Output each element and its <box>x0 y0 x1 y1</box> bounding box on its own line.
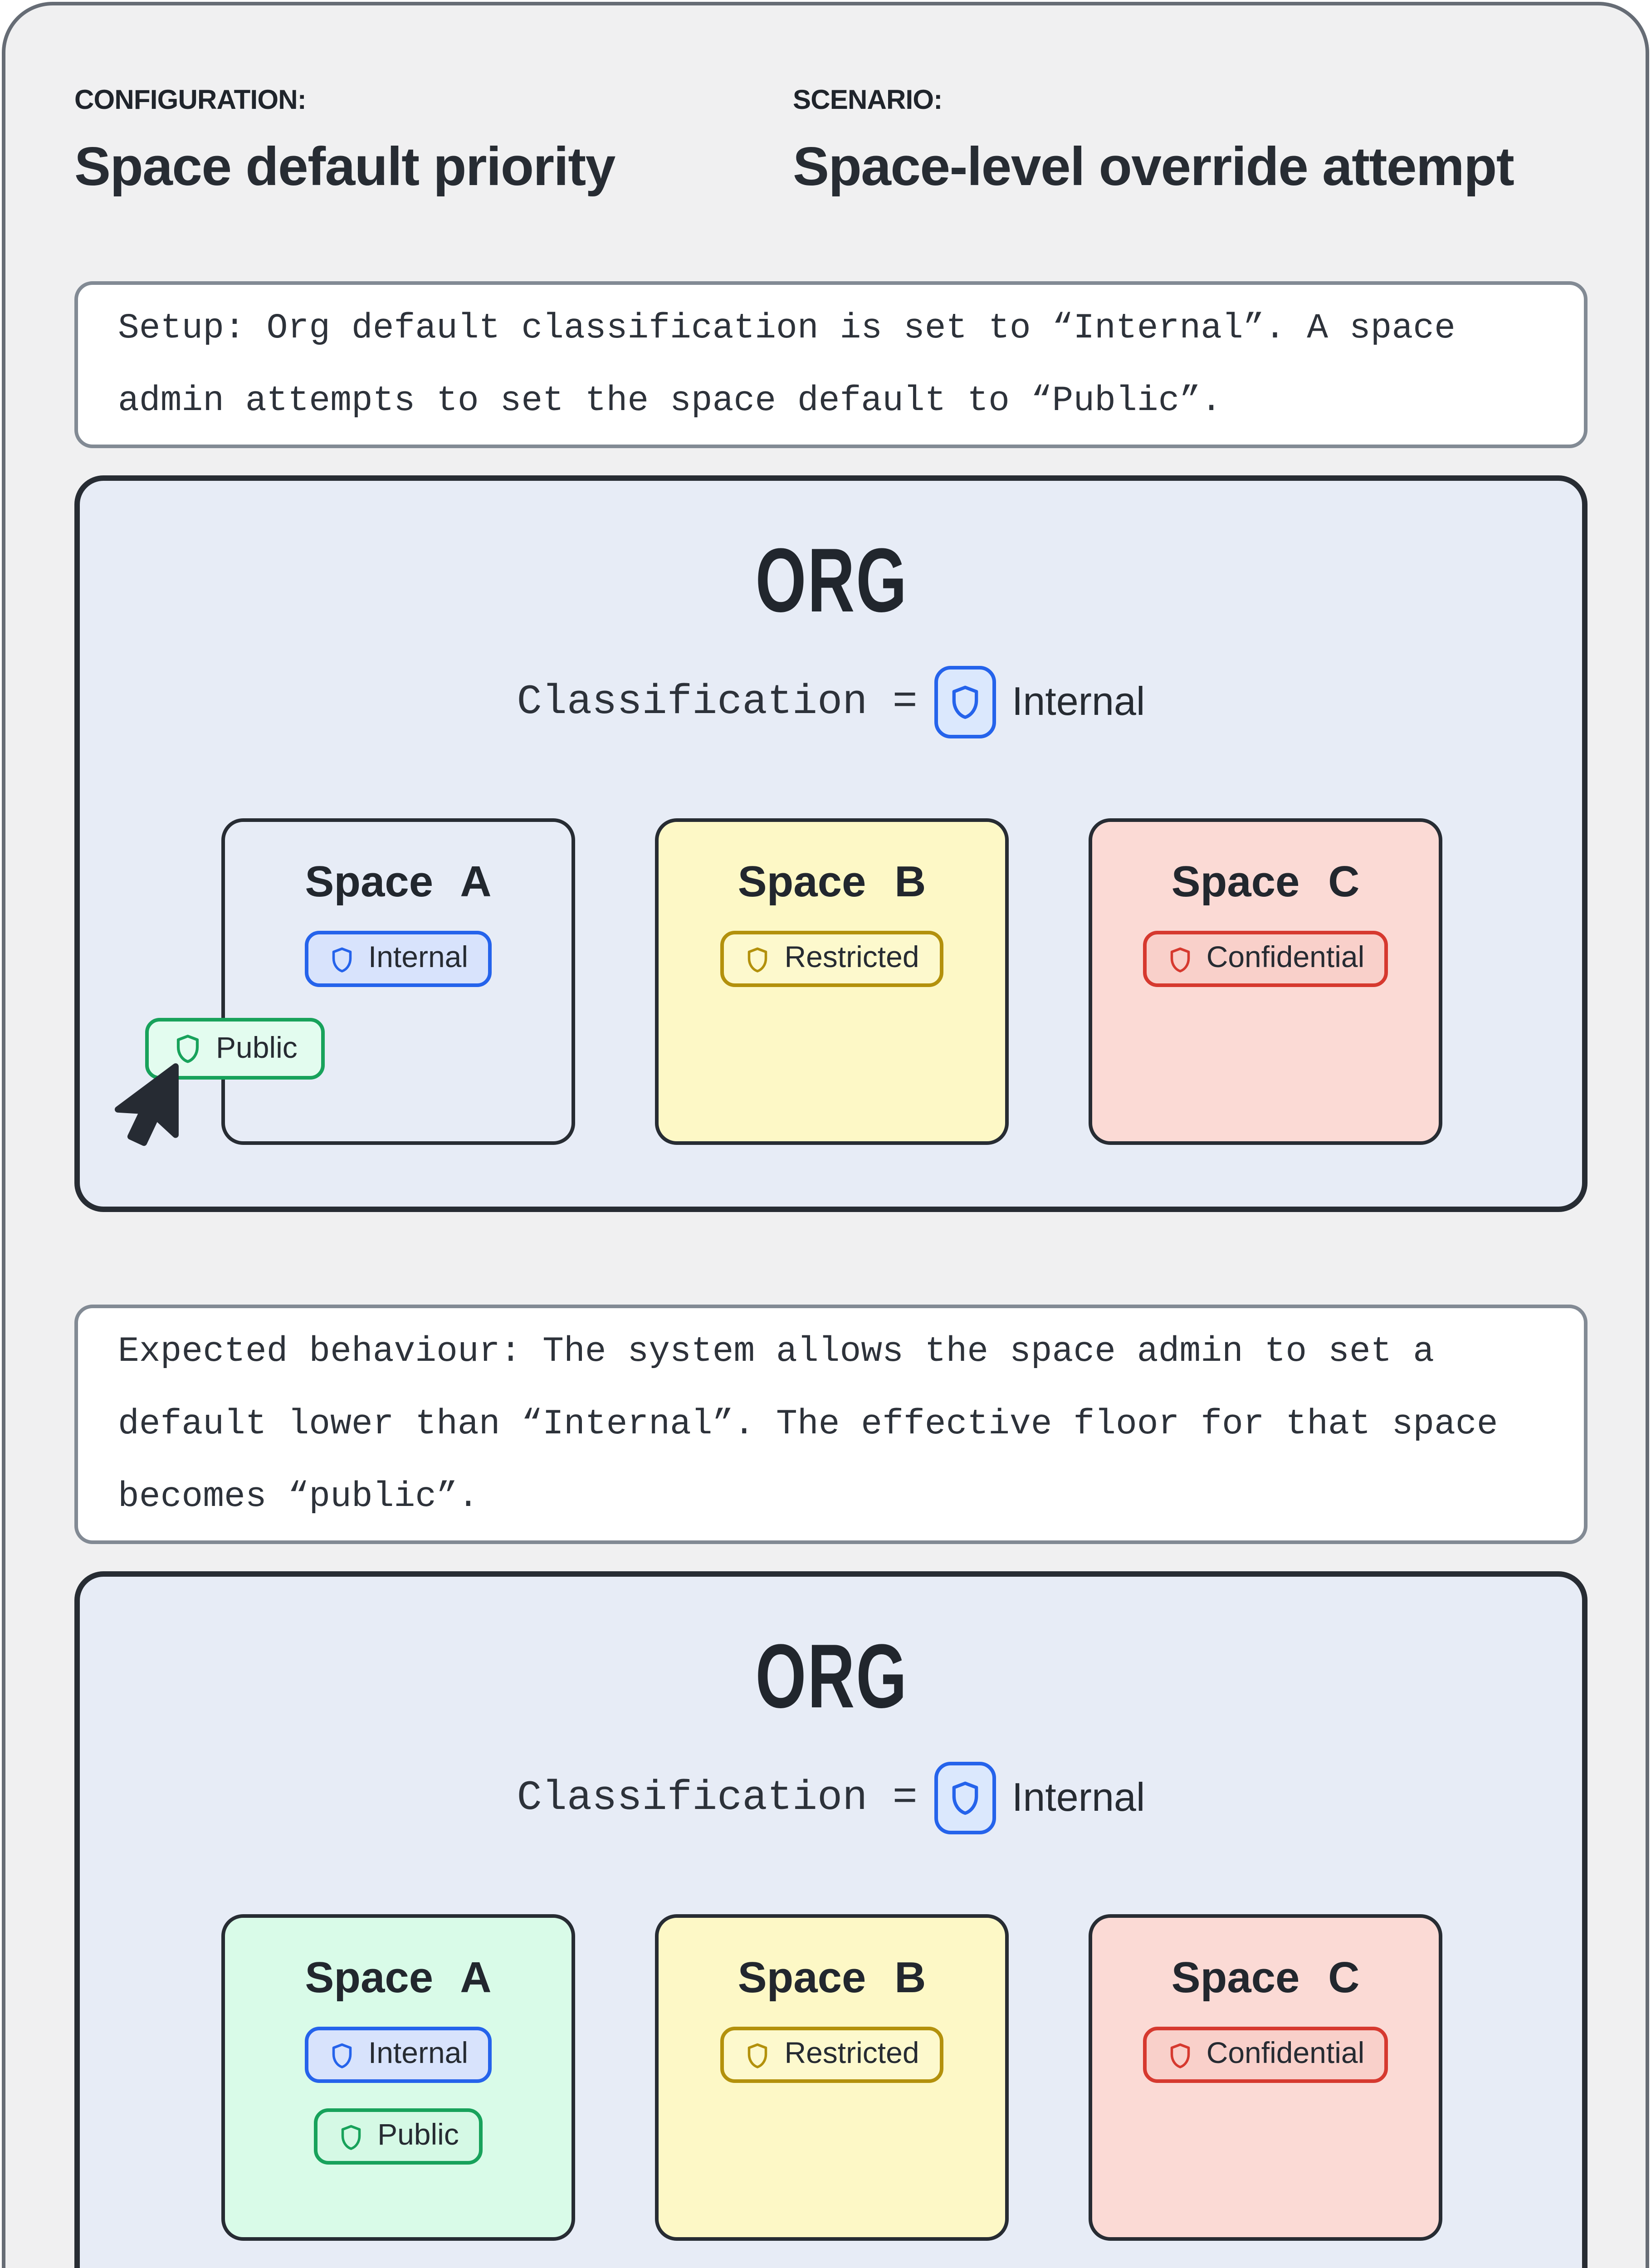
org-title-wrap: ORG <box>80 535 1582 626</box>
shield-icon <box>748 946 768 972</box>
classification-row: Classification = Internal <box>80 666 1582 738</box>
badge-row: Restricted <box>659 931 1005 987</box>
confidential-badge: Confidential <box>1143 2027 1388 2083</box>
badge-label: Confidential <box>1206 2038 1365 2070</box>
shield-icon <box>1170 2042 1190 2068</box>
space-title: Space B <box>738 1954 926 2003</box>
spaces-row: Space A Internal Public <box>221 1914 1442 2241</box>
badge-label: Public <box>377 2119 459 2152</box>
classification-shield-badge <box>933 1762 996 1834</box>
space-title: Space C <box>1171 1954 1360 2003</box>
shield-icon <box>952 685 978 719</box>
cursor-pointer-icon <box>114 1063 179 1146</box>
badge-label: Internal <box>368 942 469 974</box>
shield-icon <box>332 2042 352 2068</box>
shield-icon <box>341 2124 361 2149</box>
classification-row: Classification = Internal <box>80 1762 1582 1834</box>
space-title: Space B <box>738 858 926 907</box>
restricted-badge: Restricted <box>721 2027 943 2083</box>
scenario-header: SCENARIO: Space-level override attempt <box>793 85 1514 200</box>
badge-label: Public <box>216 1031 298 1064</box>
shield-icon <box>952 1781 978 1815</box>
badge-row: Internal <box>225 931 572 987</box>
org-after-box: ORG Classification = Internal Space A In… <box>74 1571 1588 2268</box>
badge-row: Confidential <box>1092 2027 1439 2083</box>
setup-note: Setup: Org default classification is set… <box>74 281 1588 448</box>
shield-icon <box>1170 946 1190 972</box>
configuration-label: CONFIGURATION: <box>74 85 307 116</box>
shield-icon <box>176 1035 199 1063</box>
classification-value: Internal <box>1011 679 1145 724</box>
restricted-badge: Restricted <box>721 931 943 987</box>
expected-behaviour-note: Expected behaviour: The system allows th… <box>74 1305 1588 1544</box>
org-before-box: ORG Classification = Internal Space A In… <box>74 475 1588 1212</box>
configuration-title: Space default priority <box>74 138 615 198</box>
classification-shield-badge <box>933 666 996 738</box>
spaces-row: Space A Internal Space B Restricted <box>221 818 1442 1145</box>
confidential-badge: Confidential <box>1143 931 1388 987</box>
badge-row: Public <box>225 2108 572 2165</box>
badge-row: Confidential <box>1092 931 1439 987</box>
scenario-label: SCENARIO: <box>793 85 943 116</box>
org-title: ORG <box>754 1626 908 1727</box>
classification-label: Classification = <box>517 679 918 726</box>
org-title: ORG <box>754 530 908 631</box>
space-b-card: Space B Restricted <box>655 818 1009 1145</box>
space-a-card: Space A Internal Public <box>221 1914 575 2241</box>
classification-value: Internal <box>1011 1774 1145 1820</box>
space-title: Space A <box>305 1954 492 2003</box>
space-title: Space C <box>1171 858 1360 907</box>
space-b-card: Space B Restricted <box>655 1914 1009 2241</box>
shield-icon <box>748 2042 768 2068</box>
public-badge: Public <box>314 2108 483 2165</box>
space-c-card: Space C Confidential <box>1089 818 1442 1145</box>
badge-label: Internal <box>368 2038 469 2070</box>
badge-row: Internal <box>225 2027 572 2083</box>
space-a-card: Space A Internal <box>221 818 575 1145</box>
scenario-title: Space-level override attempt <box>793 138 1514 198</box>
configuration-header: CONFIGURATION: Space default priority <box>74 85 615 200</box>
space-c-card: Space C Confidential <box>1089 1914 1442 2241</box>
internal-badge: Internal <box>304 931 492 987</box>
classification-label: Classification = <box>517 1774 918 1822</box>
badge-row: Restricted <box>659 2027 1005 2083</box>
space-title: Space A <box>305 858 492 907</box>
org-title-wrap: ORG <box>80 1631 1582 1722</box>
internal-badge: Internal <box>304 2027 492 2083</box>
shield-icon <box>332 946 352 972</box>
badge-label: Confidential <box>1206 942 1365 974</box>
badge-label: Restricted <box>784 2038 919 2070</box>
badge-label: Restricted <box>784 942 919 974</box>
